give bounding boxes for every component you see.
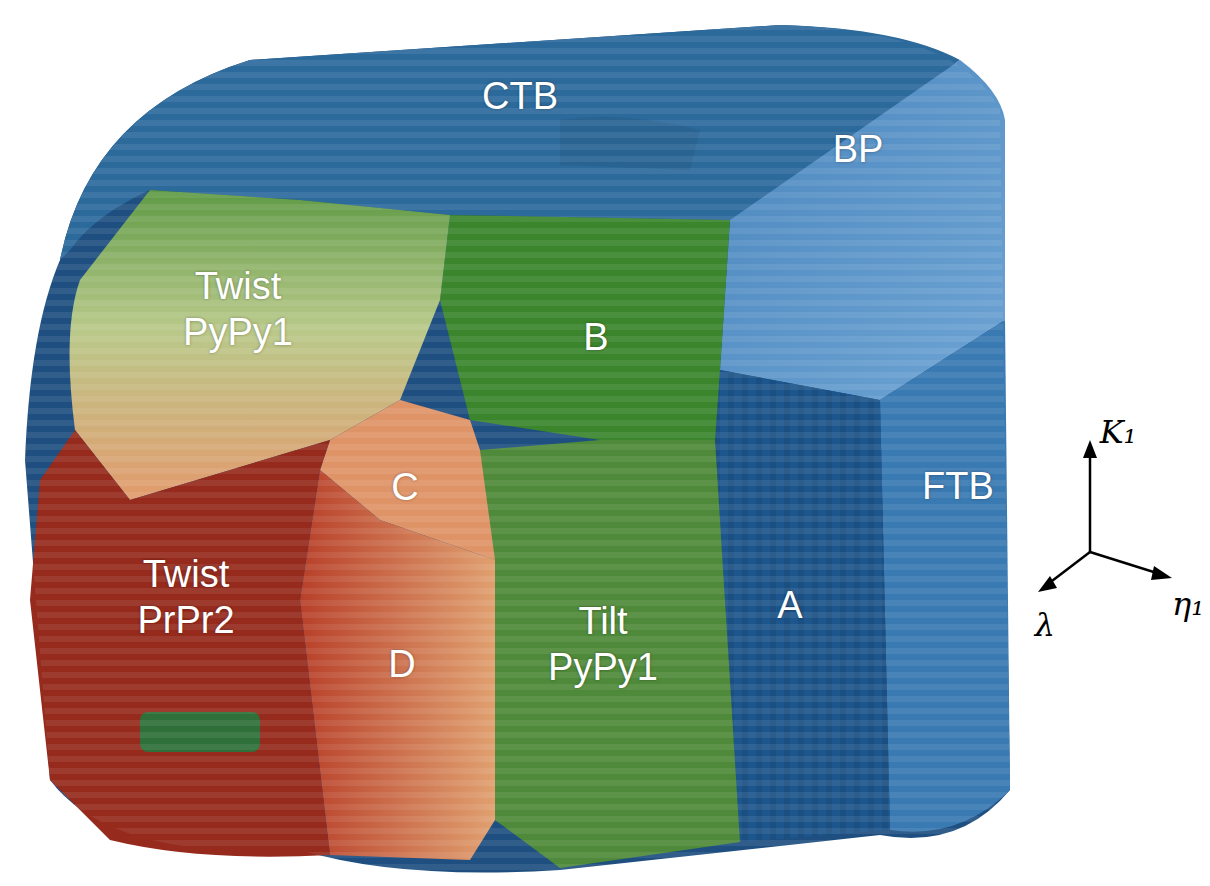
facet-label: BP	[833, 127, 884, 173]
facet-label: FTB	[922, 464, 994, 510]
facet-label: Tilt PyPy1	[533, 599, 673, 690]
facet-label: CTB	[482, 74, 558, 120]
facet-label: C	[391, 465, 418, 511]
facet-label: Twist PrPr2	[116, 552, 256, 643]
axis-label: η₁	[1172, 588, 1204, 620]
facet-label: Twist PyPy1	[168, 264, 308, 355]
facet-label: A	[777, 583, 802, 629]
axis-label: λ	[1035, 609, 1055, 641]
axis-triad	[1038, 440, 1172, 592]
facet-label: D	[388, 642, 415, 688]
axis-label: K₁	[1100, 416, 1137, 448]
facet-label: B	[583, 315, 608, 361]
